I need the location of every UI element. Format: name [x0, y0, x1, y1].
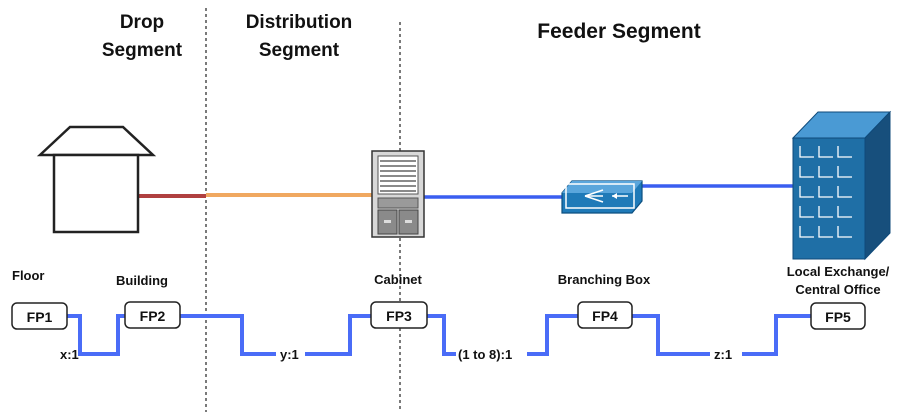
feeder-segment-title: Feeder Segment — [537, 20, 700, 43]
floor-label: Floor — [12, 268, 45, 283]
exchange-label-line2: Central Office — [795, 282, 880, 297]
step-line-y-fp3 — [305, 314, 371, 356]
fp5-label: FP5 — [825, 309, 851, 325]
fp3-label: FP3 — [386, 308, 412, 324]
ratio-label-z: z:1 — [714, 347, 732, 362]
step-line-fp1-fp2 — [67, 314, 125, 356]
exchange-building-icon — [791, 110, 892, 261]
branching-box-label: Branching Box — [558, 272, 651, 287]
fp2-label: FP2 — [140, 308, 166, 324]
distribution-segment-title-line1: Distribution — [246, 12, 353, 33]
fp4-label: FP4 — [592, 308, 618, 324]
ratio-label-splitter: (1 to 8):1 — [458, 347, 512, 362]
distribution-segment-title-line2: Segment — [259, 40, 340, 61]
fp4-box: FP4 — [577, 301, 633, 329]
fp1-label: FP1 — [27, 309, 53, 325]
exchange-label-line1: Local Exchange/ — [787, 264, 890, 279]
fp3-box: FP3 — [370, 301, 428, 329]
drop-segment-title-line1: Drop — [120, 12, 164, 33]
drop-segment-title-line2: Segment — [102, 40, 183, 61]
ratio-label-y: y:1 — [280, 347, 299, 362]
ratio-label-x: x:1 — [60, 347, 79, 362]
fp1-box: FP1 — [11, 302, 68, 330]
house-icon — [36, 125, 157, 234]
fp5-box: FP5 — [810, 302, 866, 330]
cabinet-icon — [371, 150, 425, 238]
step-line-ratio-fp4 — [527, 314, 578, 356]
cabinet-label: Cabinet — [374, 272, 422, 287]
step-line-fp2-y — [180, 314, 276, 356]
splitter-icon — [561, 180, 643, 214]
building-label: Building — [116, 273, 168, 288]
fp2-box: FP2 — [124, 301, 181, 329]
step-line-fp4-z — [632, 314, 710, 356]
step-line-fp3-ratio — [427, 314, 456, 356]
step-line-z-fp5 — [742, 314, 811, 356]
